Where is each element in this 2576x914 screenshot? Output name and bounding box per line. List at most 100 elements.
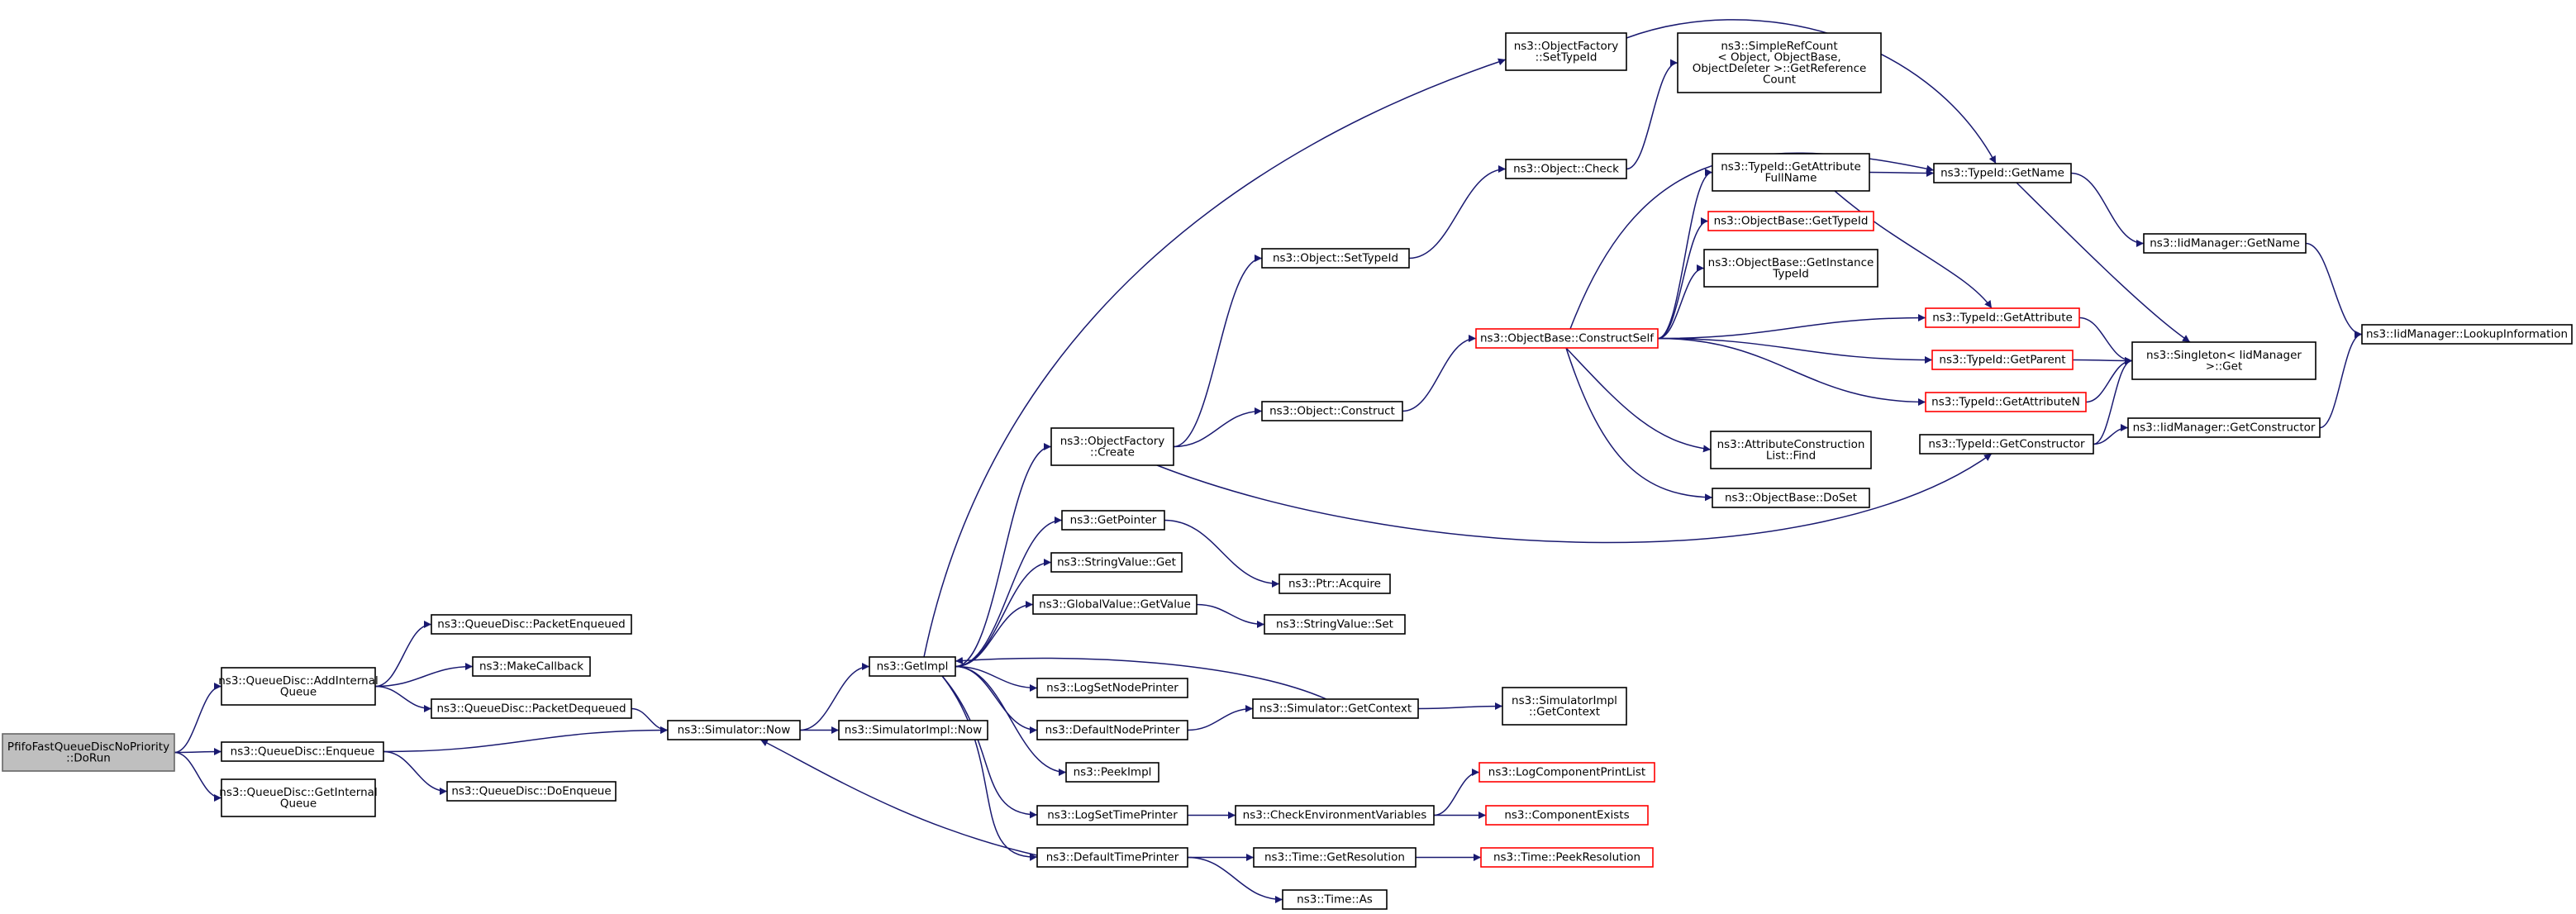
node-objconstruct[interactable]: ns3::Object::Construct <box>1261 401 1403 421</box>
edge-defaulttimeprinter-to-timeas <box>1187 856 1283 903</box>
node-label: ns3::QueueDisc::DoEnqueue <box>451 785 611 798</box>
node-label: FullName <box>1765 171 1817 184</box>
edge-typeidgetname-to-iidgetname <box>2070 172 2145 247</box>
node-iidlookup[interactable]: ns3::IidManager::LookupInformation <box>2361 324 2573 345</box>
edge-ofcreate-to-typeidgetconstructor <box>1156 453 1993 544</box>
node-label: ns3::Singleton< IidManager <box>2146 349 2302 362</box>
node-label: ns3::AttributeConstruction <box>1717 438 1865 451</box>
node-logsettimeprinter[interactable]: ns3::LogSetTimePrinter <box>1036 805 1188 826</box>
node-getimpl[interactable]: ns3::GetImpl <box>869 656 956 677</box>
node-label: ns3::TypeId::GetParent <box>1939 354 2065 367</box>
node-box <box>1050 427 1174 466</box>
edge-addinternalqueue-to-makecallback <box>374 663 474 688</box>
node-packetenqueued[interactable]: ns3::QueueDisc::PacketEnqueued <box>431 614 632 635</box>
edge-objcheck-to-simplerefcount <box>1626 59 1678 170</box>
node-timepeekres[interactable]: ns3::Time::PeekResolution <box>1480 847 1654 868</box>
node-stringvalueget[interactable]: ns3::StringValue::Get <box>1050 552 1183 573</box>
node-box <box>1264 614 1406 635</box>
node-typeidgetattribute[interactable]: ns3::TypeId::GetAttribute <box>1925 307 2080 328</box>
node-packetdequeued[interactable]: ns3::QueueDisc::PacketDequeued <box>431 698 632 719</box>
node-label: ns3::SimulatorImpl <box>1512 694 1617 707</box>
node-typeidgetattributen[interactable]: ns3::TypeId::GetAttributeN <box>1925 392 2087 412</box>
node-objcheck[interactable]: ns3::Object::Check <box>1505 159 1627 179</box>
node-box <box>1502 687 1627 726</box>
node-label: ns3::IidManager::GetName <box>2150 237 2300 250</box>
node-objsettypeid[interactable]: ns3::Object::SetTypeId <box>1261 248 1410 269</box>
node-label: ns3::TypeId::GetConstructor <box>1928 438 2085 451</box>
node-ofcreate[interactable]: ns3::ObjectFactory::Create <box>1050 427 1174 466</box>
node-typeidgetparent[interactable]: ns3::TypeId::GetParent <box>1931 350 2074 370</box>
node-label: ns3::Time::As <box>1297 893 1373 907</box>
node-logsetnodeprinter[interactable]: ns3::LogSetNodePrinter <box>1036 678 1188 698</box>
node-doenqueue[interactable]: ns3::QueueDisc::DoEnqueue <box>446 781 617 802</box>
node-label: ns3::Object::Construct <box>1269 405 1395 418</box>
node-makecallback[interactable]: ns3::MakeCallback <box>472 656 591 677</box>
node-simimplnow[interactable]: ns3::SimulatorImpl::Now <box>838 720 988 740</box>
edges-layer <box>174 19 2363 903</box>
edge-root-to-getinternalqueue <box>174 751 222 802</box>
node-simplerefcount[interactable]: ns3::SimpleRefCount< Object, ObjectBase,… <box>1677 32 1882 93</box>
node-box <box>1036 805 1188 826</box>
node-label: ns3::StringValue::Set <box>1276 618 1393 631</box>
node-checkenv[interactable]: ns3::CheckEnvironmentVariables <box>1235 805 1435 826</box>
node-label: ns3::QueueDisc::Enqueue <box>231 745 375 759</box>
node-label: ns3::Object::Check <box>1513 163 1619 176</box>
node-box <box>1677 32 1882 93</box>
node-box <box>1505 32 1627 71</box>
node-simimplgetcontext[interactable]: ns3::SimulatorImpl::GetContext <box>1502 687 1627 726</box>
node-box <box>1253 847 1417 868</box>
node-label: ns3::IidManager::LookupInformation <box>2366 328 2568 341</box>
node-defaultnodeprinter[interactable]: ns3::DefaultNodePrinter <box>1036 720 1188 740</box>
node-ptracquire[interactable]: ns3::Ptr::Acquire <box>1278 574 1391 594</box>
node-label: ns3::IidManager::GetConstructor <box>2133 421 2316 435</box>
node-iidgetname[interactable]: ns3::IidManager::GetName <box>2143 233 2307 254</box>
node-label: ns3::DefaultNodePrinter <box>1045 724 1180 737</box>
node-peekimpl[interactable]: ns3::PeekImpl <box>1065 762 1159 783</box>
edge-globalvalueget-to-stringvalueset <box>1196 603 1265 628</box>
node-label: ns3::ObjectBase::GetInstance <box>1708 256 1874 269</box>
node-obdoset[interactable]: ns3::ObjectBase::DoSet <box>1712 488 1870 508</box>
node-label: ns3::ObjectBase::GetTypeId <box>1714 215 1869 228</box>
node-label: List::Find <box>1766 449 1816 462</box>
node-label: ns3::LogComponentPrintList <box>1488 766 1645 779</box>
node-obgettypeid[interactable]: ns3::ObjectBase::GetTypeId <box>1707 211 1874 231</box>
node-componentexists[interactable]: ns3::ComponentExists <box>1485 805 1649 826</box>
node-logcompprintlist[interactable]: ns3::LogComponentPrintList <box>1478 762 1655 783</box>
node-label: TypeId <box>1772 267 1809 280</box>
edge-objsettypeid-to-objcheck <box>1408 165 1507 259</box>
edge-root-to-addinternalqueue <box>174 683 222 754</box>
edge-getpointer-to-ptracquire <box>1164 519 1280 588</box>
edge-objconstruct-to-constructself <box>1402 335 1477 412</box>
node-timegetres[interactable]: ns3::Time::GetResolution <box>1253 847 1417 868</box>
edge-constructself-to-typeidgetparent <box>1657 337 1933 364</box>
node-box <box>1931 350 2074 370</box>
node-label: ns3::PeekImpl <box>1074 766 1152 779</box>
node-ofsettypeid[interactable]: ns3::ObjectFactory::SetTypeId <box>1505 32 1627 71</box>
node-timeas[interactable]: ns3::Time::As <box>1282 889 1388 910</box>
node-root[interactable]: PfifoFastQueueDiscNoPriority::DoRun <box>2 733 175 772</box>
node-box <box>1703 249 1878 288</box>
node-iidgetconstructor[interactable]: ns3::IidManager::GetConstructor <box>2127 417 2321 438</box>
node-getpointer[interactable]: ns3::GetPointer <box>1061 510 1165 531</box>
node-typeidgetconstructor[interactable]: ns3::TypeId::GetConstructor <box>1919 434 2094 455</box>
node-box <box>1050 552 1183 573</box>
node-stringvalueset[interactable]: ns3::StringValue::Set <box>1264 614 1406 635</box>
node-globalvalueget[interactable]: ns3::GlobalValue::GetValue <box>1032 594 1198 615</box>
edge-enqueue-to-doenqueue <box>383 750 448 795</box>
node-label: Queue <box>280 685 317 698</box>
node-enqueue[interactable]: ns3::QueueDisc::Enqueue <box>221 741 384 762</box>
node-simnow[interactable]: ns3::Simulator::Now <box>667 720 801 740</box>
node-typeidgetname[interactable]: ns3::TypeId::GetName <box>1933 163 2072 183</box>
node-singletonget[interactable]: ns3::Singleton< IidManager>::Get <box>2131 341 2316 380</box>
edge-iidgetconstructor-to-iidlookup <box>2319 331 2363 429</box>
node-simgetcontext[interactable]: ns3::Simulator::GetContext <box>1252 698 1419 719</box>
node-constructself[interactable]: ns3::ObjectBase::ConstructSelf <box>1475 328 1659 349</box>
node-defaulttimeprinter[interactable]: ns3::DefaultTimePrinter <box>1036 847 1188 868</box>
node-box <box>1282 889 1388 910</box>
node-label: ns3::SimpleRefCount <box>1721 40 1837 53</box>
